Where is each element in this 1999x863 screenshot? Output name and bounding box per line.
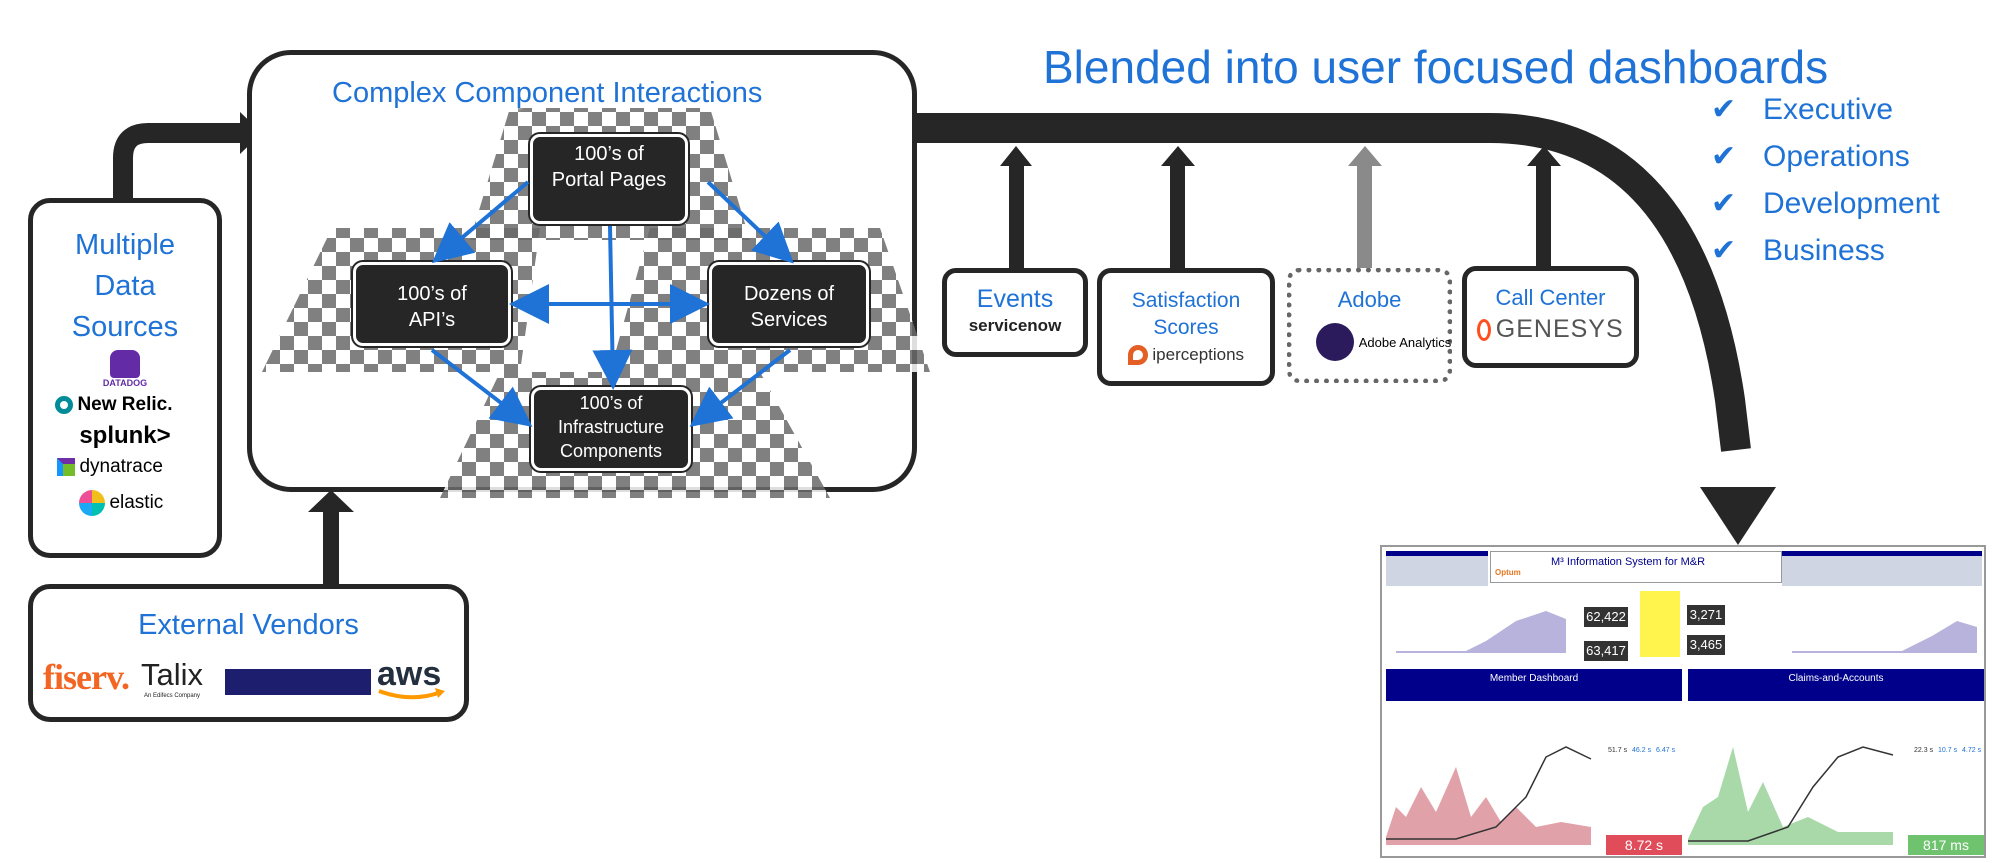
dashboard-note — [1640, 591, 1680, 657]
check-icon: ✔ — [1711, 187, 1737, 220]
genesys-icon — [1477, 318, 1492, 341]
check-icon: ✔ — [1711, 234, 1737, 267]
iperceptions-logo: iperceptions — [1102, 345, 1270, 365]
events-arrowhead — [1000, 146, 1032, 166]
external-to-complex-shaft — [323, 510, 339, 588]
member-metric-1: 51.7 s — [1608, 747, 1628, 754]
fiserv-logo: fiserv. — [43, 657, 130, 697]
dashboard-thumbnail: Optum M³ Information System for M&R 62,4… — [1380, 545, 1986, 858]
registrations-sparkline — [1792, 621, 1977, 653]
portal-to-services-arrow — [706, 180, 794, 264]
api-to-infra-arrow — [430, 348, 533, 427]
genesys-logo: GENESYS — [1467, 315, 1634, 344]
events-box: Events servicenow — [942, 268, 1088, 357]
dashboard-right-table — [1782, 551, 1982, 586]
main-pipe — [910, 113, 1751, 452]
member-dashboard-header: Member Dashboard — [1386, 669, 1682, 701]
datadog-logo: DATADOG — [33, 350, 217, 388]
claims-response-tile: 817 ms — [1908, 835, 1984, 855]
headline: Blended into user focused dashboards — [1043, 41, 1829, 93]
audience-item: ✔Development — [1711, 187, 1940, 220]
dashboard-tile-logins: 62,422 — [1584, 607, 1628, 627]
callcenter-arrowhead — [1527, 146, 1561, 166]
aws-logo: aws — [377, 655, 447, 702]
services-to-infra-arrow — [689, 348, 792, 427]
external-vendors-box: External Vendors fiserv. Talix An Edifec… — [28, 584, 469, 722]
sources-to-complex-arrow — [113, 123, 240, 200]
callcenter-arrow-shaft — [1536, 160, 1551, 272]
dashboard-left-table — [1386, 551, 1488, 586]
complex-title: Complex Component Interactions — [332, 77, 763, 109]
adobe-title: Adobe — [1337, 287, 1402, 312]
optum-logo: Optum — [1495, 568, 1521, 577]
dashboard-registrations-chart — [1782, 591, 1982, 661]
dashboard-title: M³ Information System for M&R — [1551, 556, 1706, 568]
events-title: Events — [976, 285, 1054, 313]
events-arrow-shaft — [1009, 160, 1024, 272]
splunk-logo: splunk> — [79, 422, 171, 449]
main-pipe-arrowhead — [1700, 487, 1776, 545]
redacted-vendor-bar — [225, 669, 371, 695]
dashboard-logins-chart — [1386, 591, 1576, 661]
member-area-chart — [1386, 746, 1592, 845]
dashboard-tile-logins-prior: 63,417 — [1584, 641, 1628, 661]
adobe-analytics-logo: Adobe Analytics — [1292, 323, 1451, 361]
aws-smile-icon — [378, 688, 445, 700]
claims-metric-1: 22.3 s — [1914, 747, 1934, 754]
satisfaction-box: Satisfaction Scores iperceptions — [1097, 268, 1275, 386]
data-sources-box: Multiple Data Sources DATADOG New Relic.… — [28, 198, 222, 558]
dashboard-header: Optum M³ Information System for M&R — [1490, 551, 1782, 583]
logins-sparkline — [1396, 611, 1566, 653]
portal-pages-node: 100’s of Portal Pages — [530, 134, 688, 224]
satisfaction-title: Satisfaction Scores — [1131, 289, 1241, 339]
external-vendors-title: External Vendors — [138, 609, 359, 641]
satisfaction-arrow-shaft — [1170, 160, 1185, 272]
dashboard-tile-registrations-prior: 3,465 — [1687, 635, 1725, 655]
adobe-arrow-shaft — [1357, 160, 1372, 272]
apis-node: 100’s of API’s — [353, 262, 511, 346]
member-metric-2: 46.2 s — [1632, 747, 1652, 754]
data-sources-title: Multiple Data Sources — [71, 229, 179, 343]
claims-dashboard-header: Claims-and-Accounts — [1688, 669, 1984, 701]
talix-logo: Talix An Edifecs Company — [141, 657, 204, 699]
check-icon: ✔ — [1711, 140, 1737, 173]
check-icon: ✔ — [1711, 93, 1737, 126]
call-center-title: Call Center — [1495, 285, 1606, 310]
newrelic-icon — [55, 396, 73, 414]
external-to-complex-arrowhead — [308, 490, 354, 512]
elastic-logo: elastic — [79, 490, 217, 516]
satisfaction-arrowhead — [1161, 146, 1195, 166]
claims-area-chart — [1688, 746, 1894, 845]
claims-metric-2: 10.7 s — [1938, 747, 1958, 754]
audience-item: ✔Business — [1711, 234, 1885, 267]
newrelic-logo: New Relic. — [55, 394, 217, 416]
portal-to-api-arrow — [431, 180, 530, 264]
audience-item: ✔Operations — [1711, 140, 1910, 173]
adobe-arrowhead — [1348, 146, 1382, 166]
iperceptions-icon — [1127, 345, 1148, 365]
call-center-box: Call Center GENESYS — [1462, 266, 1639, 368]
member-response-tile: 8.72 s — [1606, 835, 1682, 855]
servicenow-logo: servicenow — [968, 316, 1062, 335]
dynatrace-logo: dynatrace — [57, 456, 217, 478]
audience-item: ✔Executive — [1711, 93, 1894, 126]
dashboard-tile-registrations: 3,271 — [1687, 605, 1725, 625]
audience-list: ✔Executive ✔Operations ✔Development ✔Bus… — [1711, 92, 1940, 280]
datadog-icon — [110, 350, 140, 378]
claims-metric-3: 4.72 s — [1962, 747, 1982, 754]
member-metric-3: 6.47 s — [1656, 747, 1676, 754]
adobe-box: Adobe Adobe Analytics — [1287, 268, 1452, 383]
adobe-analytics-icon — [1316, 323, 1355, 361]
dynatrace-icon — [57, 458, 75, 476]
elastic-icon — [79, 490, 105, 516]
